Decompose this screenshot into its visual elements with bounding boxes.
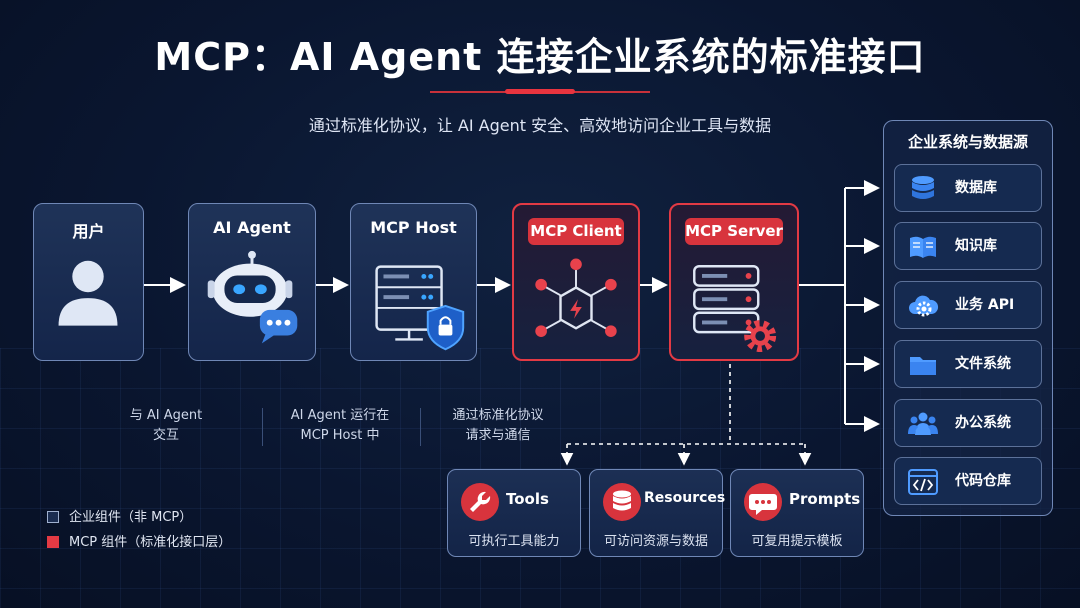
panel-item-file-system: 文件系统 bbox=[894, 340, 1042, 388]
robot-icon bbox=[207, 250, 298, 344]
panel-item-code-repo: 代码仓库 bbox=[894, 457, 1042, 505]
capability-title: Resources bbox=[644, 490, 726, 506]
panel-item-business-api: 业务 API bbox=[894, 281, 1042, 329]
chat-bubble-icon bbox=[744, 483, 782, 521]
wrench-icon bbox=[461, 483, 499, 521]
caption-separator bbox=[262, 408, 263, 446]
team-icon bbox=[908, 412, 938, 435]
panel-item-label: 业务 API bbox=[955, 297, 1015, 313]
panel-item-label: 文件系统 bbox=[955, 356, 1011, 372]
panel-item-label: 办公系统 bbox=[955, 415, 1011, 431]
node-mcp-host-label: MCP Host bbox=[370, 218, 457, 237]
panel-item-label: 数据库 bbox=[955, 180, 997, 196]
panel-item-office-system: 办公系统 bbox=[894, 399, 1042, 447]
user-icon bbox=[58, 260, 118, 326]
capability-desc: 可访问资源与数据 bbox=[603, 534, 708, 549]
capability-card-prompts: Prompts 可复用提示模板 bbox=[730, 469, 864, 557]
node-ai-agent-label: AI Agent bbox=[213, 218, 291, 237]
database-icon bbox=[912, 176, 934, 199]
server-gear-icon bbox=[693, 265, 777, 353]
node-mcp-client-label: MCP Client bbox=[528, 218, 624, 245]
legend-swatch-enterprise bbox=[47, 511, 59, 523]
legend-enterprise: 企业组件（非 MCP） bbox=[47, 506, 192, 525]
book-icon bbox=[910, 236, 936, 258]
capability-title: Tools bbox=[506, 490, 549, 508]
capability-title: Prompts bbox=[789, 490, 861, 508]
legend-mcp: MCP 组件（标准化接口层） bbox=[47, 531, 231, 550]
capability-desc: 可执行工具能力 bbox=[468, 534, 560, 549]
node-user-label: 用户 bbox=[72, 222, 105, 241]
node-mcp-server: MCP Server bbox=[669, 203, 799, 361]
cloud-gear-icon bbox=[909, 295, 939, 317]
folder-icon bbox=[910, 357, 936, 375]
page-subtitle: 通过标准化协议，让 AI Agent 安全、高效地访问企业工具与数据 bbox=[308, 116, 772, 135]
server-shield-icon bbox=[375, 265, 465, 351]
panel-title: 企业系统与数据源 bbox=[907, 133, 1028, 151]
capability-card-resources: Resources 可访问资源与数据 bbox=[589, 469, 726, 557]
enterprise-systems-panel: 企业系统与数据源 数据库 知识库 业务 API 文件系统 bbox=[883, 120, 1053, 516]
caption-host-client: 通过标准化协议请求与通信 bbox=[452, 408, 544, 443]
panel-item-database: 数据库 bbox=[894, 164, 1042, 212]
network-hub-icon bbox=[535, 258, 617, 337]
caption-separator bbox=[420, 408, 421, 446]
node-user: 用户 bbox=[33, 203, 144, 361]
node-mcp-server-label: MCP Server bbox=[685, 218, 783, 245]
code-icon bbox=[908, 469, 938, 495]
title-underline-accent bbox=[505, 89, 575, 94]
node-mcp-host: MCP Host bbox=[350, 203, 477, 361]
capability-card-tools: Tools 可执行工具能力 bbox=[447, 469, 581, 557]
node-mcp-client: MCP Client bbox=[512, 203, 640, 361]
panel-item-knowledge-base: 知识库 bbox=[894, 222, 1042, 270]
panel-item-label: 代码仓库 bbox=[955, 473, 1011, 489]
capability-desc: 可复用提示模板 bbox=[751, 534, 843, 549]
page-title: MCP：AI Agent 连接企业系统的标准接口 bbox=[154, 35, 926, 79]
node-ai-agent: AI Agent bbox=[188, 203, 316, 361]
panel-item-label: 知识库 bbox=[955, 238, 997, 254]
database-icon bbox=[603, 483, 641, 521]
legend-swatch-mcp bbox=[47, 536, 59, 548]
